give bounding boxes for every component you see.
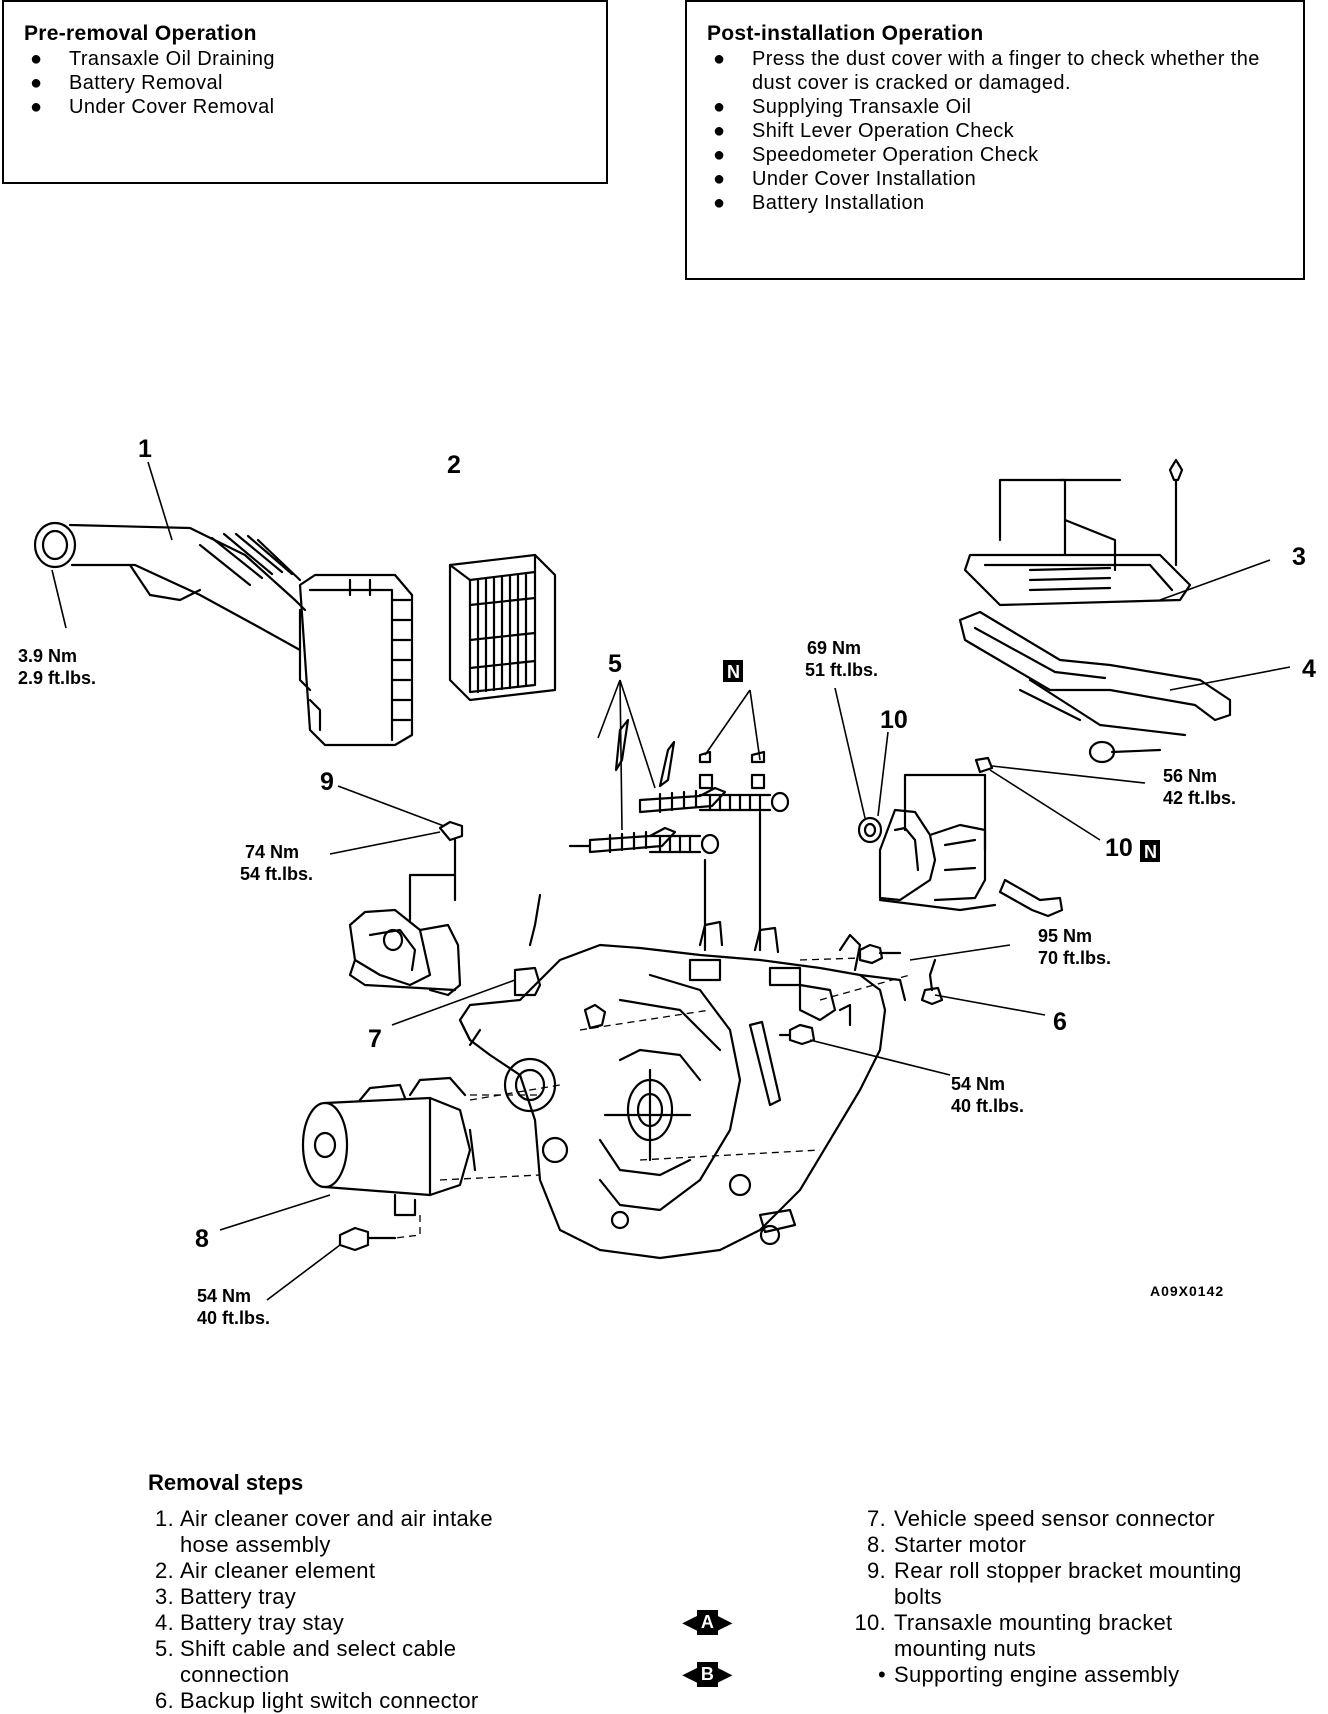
- air-cleaner-cover-assembly: [33, 521, 414, 747]
- callout-10b: 10: [1105, 834, 1133, 862]
- list-item: 10.Transaxle mounting bracket: [854, 1610, 1173, 1635]
- arrow-right-icon: ▶: [717, 1612, 732, 1632]
- list-item: 6.Backup light switch connector: [155, 1688, 479, 1713]
- service-marker-b: ◀B▶: [683, 1662, 732, 1687]
- figure-code: A09X0142: [1150, 1283, 1224, 1299]
- post-installation-title: Post-installation Operation: [707, 22, 984, 45]
- list-item: 9.Rear roll stopper bracket mounting: [867, 1558, 1242, 1583]
- list-item: ●Under Cover Removal: [30, 96, 275, 118]
- callout-4: 4: [1302, 655, 1316, 683]
- new-part-mark: N: [1144, 842, 1157, 862]
- torque-nm-7: 54 Nm: [197, 1286, 251, 1306]
- post-installation-box: Post-installation Operation ●Press the d…: [685, 0, 1305, 280]
- post-installation-list: ●Press the dust cover with a finger to c…: [707, 47, 1293, 215]
- removal-steps-title: Removal steps: [148, 1470, 304, 1495]
- list-item: ●Under Cover Installation: [713, 168, 977, 190]
- callout-3: 3: [1292, 543, 1306, 571]
- pre-removal-list: ●Transaxle Oil Draining ●Battery Removal…: [24, 47, 606, 119]
- list-item: ●Battery Installation: [713, 192, 925, 214]
- list-item: ●Battery Removal: [30, 72, 223, 94]
- torque-ftlbs-7: 40 ft.lbs.: [197, 1308, 270, 1328]
- battery-tray: [963, 458, 1192, 607]
- shift-cable-connection: [568, 718, 790, 952]
- removal-steps-right: 7.Vehicle speed sensor connector 8.Start…: [850, 1506, 1320, 1688]
- list-item: connection: [180, 1662, 290, 1687]
- torque-nm-4: 74 Nm: [245, 842, 299, 862]
- torque-ftlbs-2: 51 ft.lbs.: [805, 660, 878, 680]
- callout-1: 1: [138, 435, 152, 463]
- list-item: ●Supplying Transaxle Oil: [713, 96, 972, 118]
- torque-ftlbs-6: 40 ft.lbs.: [951, 1096, 1024, 1116]
- starter-motor: [301, 1076, 477, 1217]
- list-item: ●Press the dust cover with a finger to c…: [713, 48, 1260, 94]
- speed-sensor-connector: [513, 893, 542, 997]
- arrow-right-icon: ▶: [717, 1664, 732, 1684]
- air-cleaner-element: [448, 553, 557, 702]
- list-item: ●Speedometer Operation Check: [713, 144, 1039, 166]
- torque-nm-5: 95 Nm: [1038, 926, 1092, 946]
- torque-ftlbs-3: 42 ft.lbs.: [1163, 788, 1236, 808]
- torque-specs: 3.9 Nm 2.9 ft.lbs. 69 Nm 51 ft.lbs. 56 N…: [18, 638, 1236, 1328]
- torque-ftlbs-1: 2.9 ft.lbs.: [18, 668, 96, 688]
- list-item: 8.Starter motor: [867, 1532, 1027, 1557]
- list-item: ●Transaxle Oil Draining: [30, 48, 275, 70]
- pre-removal-box: Pre-removal Operation ●Transaxle Oil Dra…: [2, 0, 608, 184]
- service-marker-a: ◀A▶: [683, 1610, 732, 1635]
- transaxle-housing: [458, 920, 907, 1260]
- callout-2: 2: [447, 451, 461, 479]
- list-item: •Supporting engine assembly: [877, 1662, 1180, 1687]
- list-item: 3.Battery tray: [155, 1584, 297, 1609]
- pre-removal-title: Pre-removal Operation: [24, 22, 257, 45]
- list-item: hose assembly: [180, 1532, 331, 1557]
- new-part-mark: N: [727, 662, 740, 682]
- list-item: bolts: [894, 1584, 942, 1609]
- arrow-left-icon: ◀: [683, 1664, 697, 1684]
- torque-ftlbs-4: 54 ft.lbs.: [240, 864, 313, 884]
- callout-labels: 1 2 3 4 5 6 7 8 9 10 10: [138, 435, 1316, 1253]
- torque-nm-3: 56 Nm: [1163, 766, 1217, 786]
- list-item: 5.Shift cable and select cable: [155, 1636, 457, 1661]
- battery-tray-stay: [958, 610, 1232, 764]
- backup-light-connector: [920, 958, 944, 1006]
- list-item: 4.Battery tray stay: [155, 1610, 345, 1635]
- callout-9: 9: [320, 768, 334, 796]
- torque-ftlbs-5: 70 ft.lbs.: [1038, 948, 1111, 968]
- list-item: 1.Air cleaner cover and air intake: [155, 1506, 493, 1531]
- callout-5: 5: [608, 650, 622, 678]
- callout-6: 6: [1053, 1008, 1067, 1036]
- list-item: ●Shift Lever Operation Check: [713, 120, 1015, 142]
- callout-10: 10: [880, 706, 908, 734]
- torque-nm-2: 69 Nm: [807, 638, 861, 658]
- torque-nm-6: 54 Nm: [951, 1074, 1005, 1094]
- torque-nm-1: 3.9 Nm: [18, 646, 77, 666]
- list-item: 2.Air cleaner element: [155, 1558, 376, 1583]
- removal-steps-left: 1.Air cleaner cover and air intake hose …: [148, 1506, 628, 1714]
- arrow-left-icon: ◀: [683, 1612, 697, 1632]
- list-item: 7.Vehicle speed sensor connector: [867, 1506, 1215, 1531]
- transaxle-mounting-bracket: [857, 756, 1064, 918]
- new-part-markers: N N: [723, 660, 1160, 862]
- rear-roll-stopper-bracket: [348, 820, 464, 997]
- transaxle-exploded-diagram: 1 2 3 4 5 6 7 8 9 10 10 N N 3.9 Nm 2.9 f…: [18, 435, 1316, 1328]
- removal-steps: Removal steps 1.Air cleaner cover and ai…: [148, 1470, 1318, 1713]
- callout-8: 8: [195, 1225, 209, 1253]
- callout-7: 7: [368, 1025, 382, 1053]
- list-item: mounting nuts: [894, 1636, 1037, 1661]
